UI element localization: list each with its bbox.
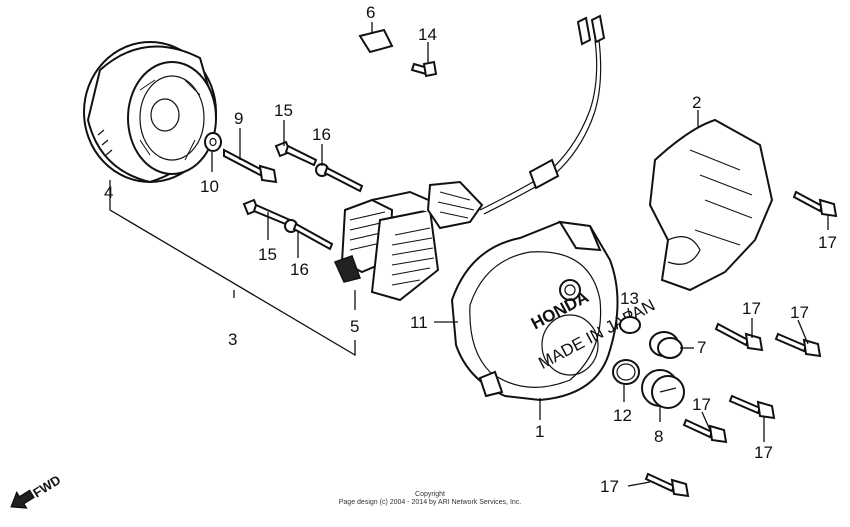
callout-4: 4 — [104, 183, 113, 202]
stator-bolt-lower[interactable] — [242, 198, 292, 227]
callout-10: 10 — [200, 177, 219, 196]
small-bolt[interactable] — [410, 60, 438, 78]
callout-13: 13 — [620, 289, 639, 308]
cover-bolt-c[interactable] — [774, 332, 822, 358]
flywheel-rotor[interactable] — [83, 41, 217, 184]
callout-9: 9 — [234, 109, 243, 128]
callout-17-a: 17 — [818, 233, 837, 252]
crankshaft-hole-cap[interactable] — [641, 369, 685, 409]
wire-harness[interactable] — [479, 14, 606, 215]
callout-15-lower: 15 — [258, 245, 277, 264]
stator-bolt-upper[interactable] — [274, 140, 318, 167]
copyright-notice: Copyright Page design (c) 2004 - 2014 by… — [300, 491, 560, 507]
copyright-line: Page design (c) 2004 - 2014 by ARI Netwo… — [338, 499, 522, 506]
callout-17-b: 17 — [742, 299, 761, 318]
callout-2: 2 — [692, 93, 701, 112]
fwd-arrow-icon: FWD — [10, 472, 63, 509]
flywheel-bolt[interactable] — [223, 148, 278, 184]
leader-lines — [109, 22, 829, 487]
callout-6: 6 — [366, 3, 375, 22]
callout-8: 8 — [654, 427, 663, 446]
copyright-title: Copyright — [415, 491, 445, 498]
wire-clip[interactable] — [358, 28, 394, 54]
sprocket-cover[interactable] — [648, 118, 774, 292]
callout-11: 11 — [410, 313, 428, 332]
callout-1: 1 — [535, 422, 544, 441]
callout-17-e: 17 — [754, 443, 773, 462]
callout-16-upper: 16 — [312, 125, 331, 144]
callout-17-f: 17 — [600, 477, 619, 496]
washer[interactable] — [204, 132, 222, 152]
cover-bolt-e[interactable] — [728, 394, 776, 420]
callout-3: 3 — [228, 330, 237, 349]
pulser-screw-upper[interactable] — [315, 163, 364, 193]
callout-17-d: 17 — [692, 395, 711, 414]
callout-labels: 1 2 3 4 5 6 7 8 9 10 11 12 13 14 15 15 1… — [104, 3, 837, 462]
callout-17-c: 17 — [790, 303, 809, 322]
cover-bolt-f[interactable] — [644, 472, 690, 498]
callout-7: 7 — [697, 338, 706, 357]
cover-bolt-b[interactable] — [714, 322, 764, 352]
pulser-screw-lower[interactable] — [284, 219, 334, 251]
o-ring-small[interactable] — [619, 316, 641, 334]
callout-16-lower: 16 — [290, 260, 309, 279]
cover-bolt-a[interactable] — [792, 190, 838, 218]
cover-bolt-d[interactable] — [682, 418, 728, 444]
callout-5: 5 — [350, 317, 359, 336]
callout-15-upper: 15 — [274, 101, 293, 120]
stator-assembly[interactable] — [333, 180, 484, 302]
timing-hole-cap[interactable] — [649, 331, 683, 359]
fwd-label: FWD — [30, 472, 63, 500]
callout-14: 14 — [418, 25, 437, 44]
left-crankcase-cover[interactable]: HONDA MADE IN JAPAN — [450, 220, 658, 402]
callout-12: 12 — [613, 406, 632, 425]
